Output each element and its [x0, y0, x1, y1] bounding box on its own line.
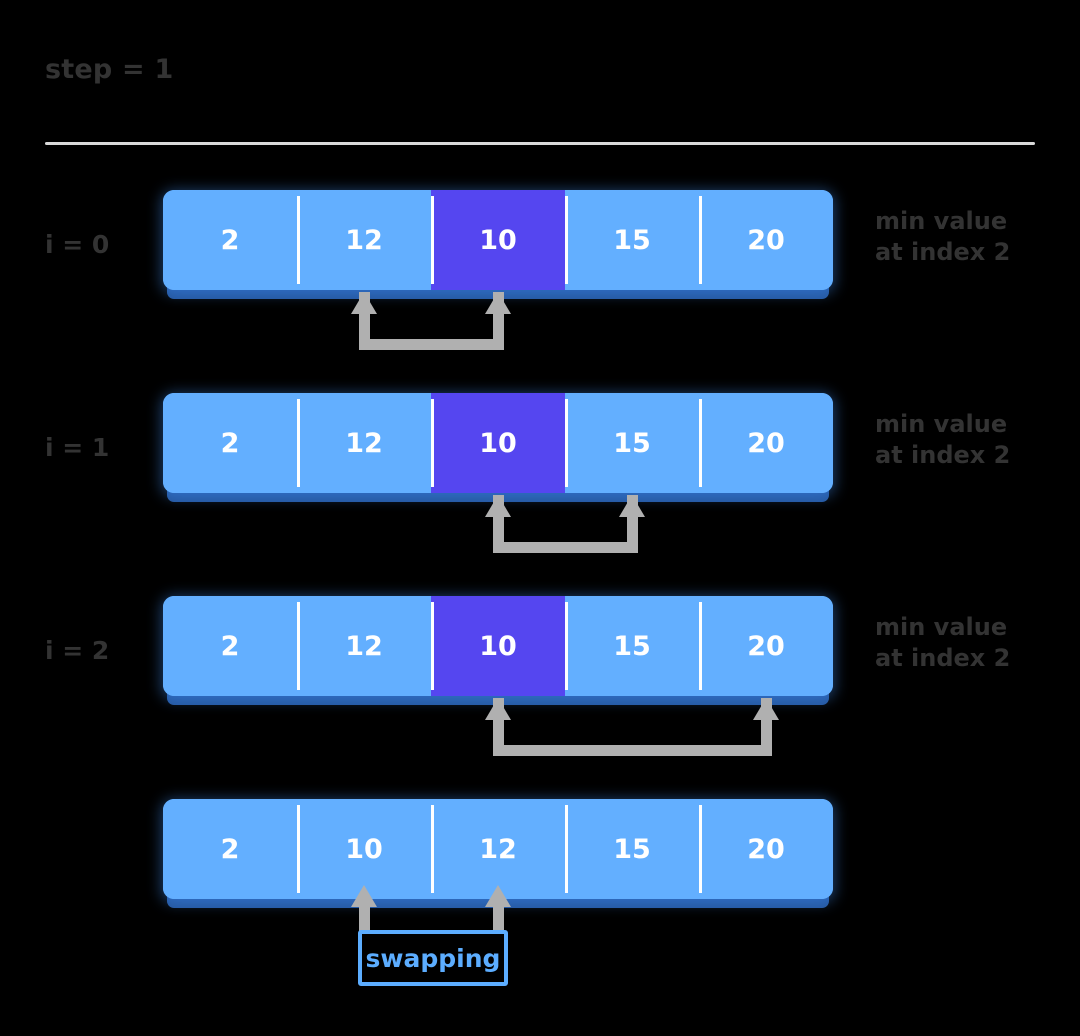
arrow-head-icon [485, 698, 511, 720]
array-cell-highlighted[interactable]: 10 [431, 190, 565, 290]
array-cell-highlighted[interactable]: 10 [431, 596, 565, 696]
array-cell[interactable]: 12 [297, 190, 431, 290]
swapping-label: swapping [358, 930, 508, 986]
arrow-head-icon [351, 292, 377, 314]
arrow-head-icon [753, 698, 779, 720]
array-cell[interactable]: 15 [565, 393, 699, 493]
arrow-head-icon [351, 885, 377, 907]
array-cell[interactable]: 15 [565, 596, 699, 696]
arrow-head-icon [485, 885, 511, 907]
array-cell[interactable]: 15 [565, 190, 699, 290]
array-cell[interactable]: 10 [297, 799, 431, 899]
array-cell[interactable]: 12 [297, 393, 431, 493]
step-title: step = 1 [45, 54, 174, 85]
arrow-head-icon [619, 495, 645, 517]
row-index-label: i = 2 [45, 636, 110, 665]
comparison-connector [485, 495, 645, 553]
array-cell[interactable]: 12 [431, 799, 565, 899]
array-cell[interactable]: 2 [163, 799, 297, 899]
array-cell[interactable]: 20 [699, 190, 833, 290]
array-cell[interactable]: 2 [163, 596, 297, 696]
row-index-label: i = 0 [45, 230, 110, 259]
swapping-annotation: swapping [0, 885, 1080, 1015]
min-value-note: min value at index 2 [875, 613, 1011, 672]
header-divider [45, 142, 1035, 145]
array-cell[interactable]: 20 [699, 393, 833, 493]
array-cell-highlighted[interactable]: 10 [431, 393, 565, 493]
array-cell[interactable]: 12 [297, 596, 431, 696]
arrow-head-icon [485, 292, 511, 314]
min-value-note: min value at index 2 [875, 410, 1011, 469]
array-cell[interactable]: 2 [163, 393, 297, 493]
array-cell[interactable]: 20 [699, 799, 833, 899]
min-value-note: min value at index 2 [875, 207, 1011, 266]
comparison-connector [485, 698, 779, 756]
row-index-label: i = 1 [45, 433, 110, 462]
array-cell[interactable]: 2 [163, 190, 297, 290]
arrow-head-icon [485, 495, 511, 517]
comparison-connector [351, 292, 511, 350]
array-cell[interactable]: 20 [699, 596, 833, 696]
array-cell[interactable]: 15 [565, 799, 699, 899]
